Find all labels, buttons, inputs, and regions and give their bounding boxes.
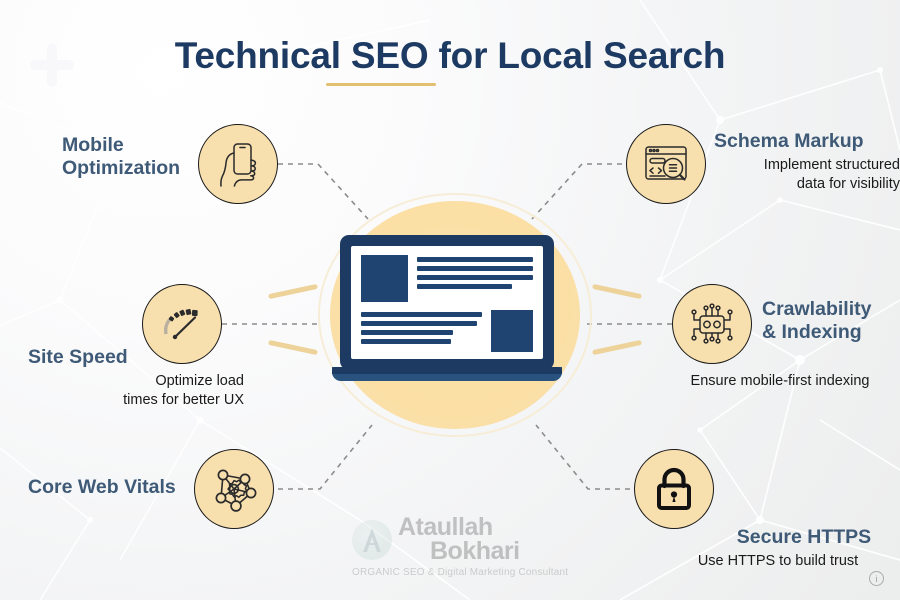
mobile-optimization-label-line2: Optimization (62, 156, 181, 179)
schema-markup-label-line1: Schema Markup (714, 130, 864, 152)
wireframe-text-lines-2 (361, 310, 482, 352)
node-core-web-vitals[interactable]: Core Web Vitals (0, 440, 300, 550)
node-schema-markup[interactable]: Schema Markup Implement structured data … (600, 0, 900, 220)
title-underline (326, 82, 436, 87)
site-speed-label-line1: Site Speed (28, 346, 128, 368)
center-laptop-graphic (268, 193, 642, 437)
crawlability-indexing-label-line1: Crawlability (762, 298, 872, 320)
padlock-icon (657, 467, 691, 510)
wireframe-row-bottom (361, 310, 533, 352)
site-speed-bubble[interactable] (142, 284, 222, 364)
crawlability-indexing-label: Crawlability & Indexing (762, 298, 900, 343)
wireframe-image-block-2 (491, 310, 533, 352)
wireframe-text-lines-1 (417, 255, 533, 302)
site-speed-label: Site Speed (28, 346, 188, 369)
watermark: Ataullah Bokhari ORGANIC SEO & Digital M… (352, 513, 582, 578)
glow-ring (318, 193, 592, 437)
hand-holding-phone-icon (220, 143, 257, 187)
schema-markup-label: Schema Markup (714, 130, 900, 153)
node-mobile-optimization[interactable]: Mobile Optimization (0, 0, 300, 220)
schema-markup-subtitle-line2: data for visibility (796, 175, 900, 192)
crawlability-indexing-subtitle-line1: Ensure mobile-first indexing (690, 373, 870, 389)
crawlability-indexing-bubble[interactable] (672, 284, 752, 364)
watermark-row: Ataullah Bokhari (352, 513, 582, 565)
browser-code-magnifier-icon (645, 146, 687, 181)
laptop-base (332, 367, 562, 381)
watermark-name: Ataullah Bokhari (398, 513, 520, 565)
watermark-name-line1: Ataullah (398, 513, 493, 541)
wireframe-image-block-1 (361, 255, 408, 302)
mobile-optimization-label-line1: Mobile (62, 134, 124, 156)
speedometer-gauge-icon (164, 308, 198, 340)
core-web-vitals-label-line1: Core Web Vitals (28, 476, 176, 498)
laptop-lid (340, 235, 554, 370)
mobile-optimization-bubble[interactable] (198, 124, 278, 204)
laptop-icon (332, 235, 570, 395)
page-title: Technical SEO for Local Search (174, 35, 726, 76)
robot-circuit-icon (691, 303, 733, 344)
ab-monogram-logo-icon (352, 519, 392, 560)
secure-https-bubble[interactable] (634, 449, 714, 529)
crawlability-indexing-label-line2: & Indexing (762, 320, 862, 343)
secure-https-label-line1: Secure HTTPS (736, 526, 872, 548)
crawlability-indexing-subtitle: Ensure mobile-first indexing (660, 372, 900, 391)
node-site-speed[interactable]: Site Speed Optimize load times for bette… (0, 260, 300, 430)
gear-network-nodes-icon (215, 469, 257, 512)
info-badge-icon[interactable]: i (869, 571, 884, 586)
node-crawlability-indexing[interactable]: Crawlability & Indexing Ensure mobile-fi… (600, 260, 900, 435)
mobile-optimization-label: Mobile Optimization (62, 134, 202, 179)
watermark-name-line2: Bokhari (430, 536, 520, 565)
secure-https-subtitle: Use HTTPS to build trust (656, 552, 900, 571)
wireframe-row-top (361, 255, 533, 302)
schema-markup-bubble[interactable] (626, 124, 706, 204)
secure-https-subtitle-line1: Use HTTPS to build trust (697, 553, 859, 569)
site-speed-subtitle: Optimize load times for better UX (40, 372, 244, 410)
schema-markup-subtitle-line1: Implement structured (763, 157, 900, 173)
schema-markup-subtitle: Implement structured data for visibility (700, 156, 900, 194)
core-web-vitals-label: Core Web Vitals (28, 476, 208, 499)
page-title-block: Technical SEO for Local Search (0, 35, 900, 87)
site-speed-subtitle-line1: Optimize load (155, 373, 244, 389)
watermark-tagline: ORGANIC SEO & Digital Marketing Consulta… (352, 566, 569, 578)
laptop-screen-wireframe (351, 246, 543, 359)
core-web-vitals-bubble[interactable] (194, 449, 274, 529)
node-secure-https[interactable]: Secure HTTPS Use HTTPS to build trust (600, 440, 900, 580)
secure-https-label: Secure HTTPS (708, 526, 900, 549)
site-speed-subtitle-line2: times for better UX (123, 391, 244, 408)
